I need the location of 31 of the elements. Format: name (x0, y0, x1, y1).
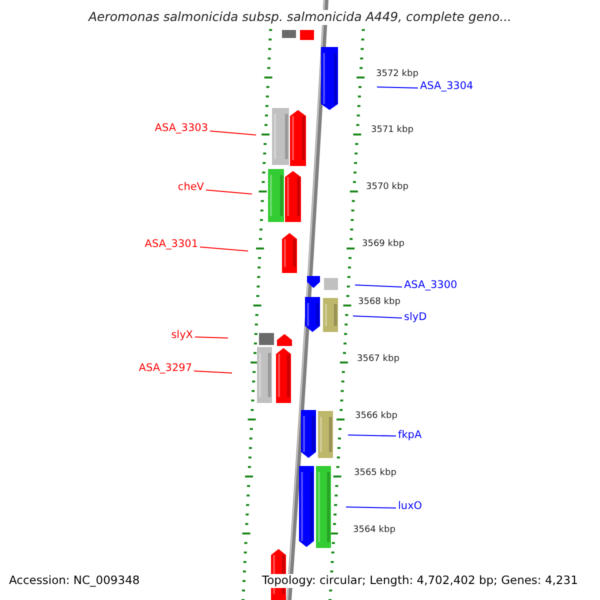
gene-label: ASA_3300 (404, 280, 458, 290)
leader-line (346, 506, 396, 508)
gene-label: ASA_3297 (138, 363, 192, 374)
gene-label: ASA_3303 (154, 123, 208, 134)
scale-label: 3567 kbp (357, 355, 400, 364)
leader-line (354, 284, 402, 288)
leader-line (352, 316, 402, 318)
accession-text: Accession: NC_009348 (9, 574, 140, 588)
gene-label: cheV (178, 182, 204, 192)
leader-line (210, 130, 256, 136)
scale-label: 3571 kbp (371, 126, 414, 135)
gene-label: ASA_3304 (420, 81, 474, 92)
leader-line (194, 336, 228, 338)
gene-label: luxO (398, 501, 422, 512)
scale-label: 3568 kbp (358, 298, 400, 307)
scale-label: 3570 kbp (366, 183, 408, 192)
scale-label: 3564 kbp (353, 526, 396, 535)
leader-line (348, 434, 396, 436)
gene-label: slyD (404, 312, 427, 322)
scale-label: 3566 kbp (355, 412, 398, 421)
gene-label: slyX (171, 330, 193, 340)
leader-line (376, 86, 418, 88)
leader-line (194, 370, 232, 374)
scale-label: 3569 kbp (362, 240, 404, 249)
topology-text: Topology: circular; Length: 4,702,402 bp; Genes: 4,231 (262, 574, 578, 588)
scale-label: 3572 kbp (376, 70, 418, 79)
gene-label: fkpA (398, 430, 422, 440)
scale-label: 3565 kbp (354, 469, 396, 478)
leader-line (206, 190, 252, 194)
leader-line (200, 246, 248, 252)
gene-label: ASA_3301 (144, 239, 198, 250)
